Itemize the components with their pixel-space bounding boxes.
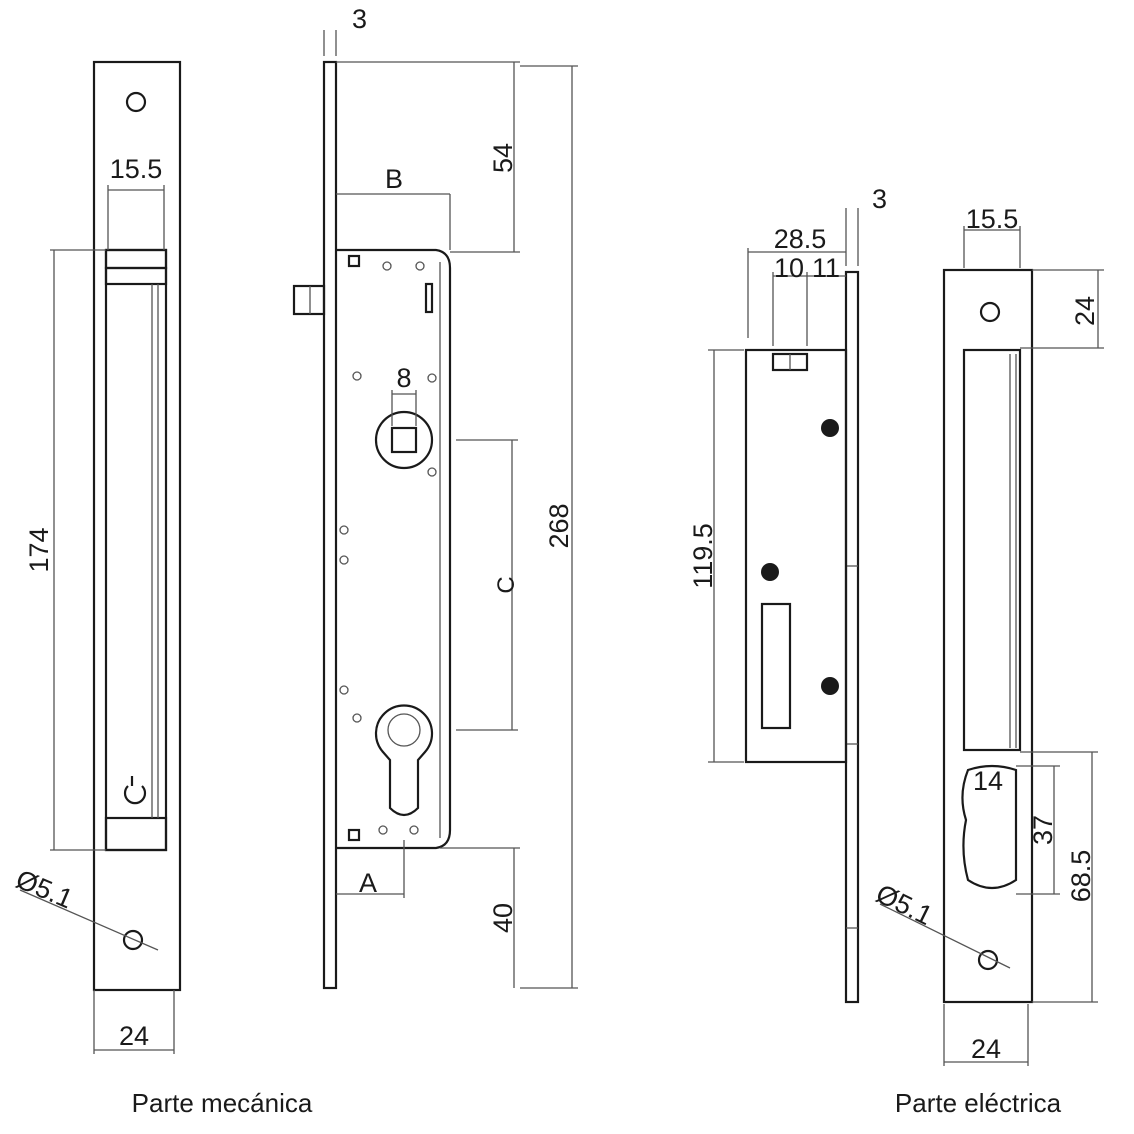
cylinder-cutout-icon (374, 704, 434, 817)
rivet (378, 825, 388, 835)
strike-bottom-hole (122, 929, 144, 951)
spindle-size-label: 8 (396, 363, 411, 393)
total-height-label: 268 (544, 503, 574, 548)
spindle-hub (374, 410, 434, 470)
electric-faceplate-thickness-label: 3 (872, 184, 887, 214)
strike-top-hole (125, 91, 147, 113)
electric-hole-diameter-label: Ø5.1 (871, 878, 937, 931)
lock-case (336, 248, 452, 850)
electric-strike-top-hole (979, 301, 1001, 323)
backset-label: B (385, 164, 403, 194)
case-screw (821, 677, 839, 695)
electric-strike-outline (942, 268, 1034, 1004)
dim-11-label: 11 (812, 253, 840, 283)
strike-hole-diameter-label: Ø5.1 (12, 864, 78, 914)
rivet (382, 261, 392, 271)
strike-slot (104, 248, 168, 852)
mechanical-strike-plate: 15.5 174 Ø5.1 24 (12, 60, 182, 1054)
mechanical-lock-body: 8 3 B 54 268 C A 40 (292, 4, 578, 990)
case-screw (821, 419, 839, 437)
hole-leader-line (19, 889, 159, 951)
case-screw-top (347, 254, 361, 268)
center-distance-label: C (493, 576, 520, 593)
cylinder-offset-label: A (359, 868, 377, 898)
strike-slot-top-tab (104, 248, 168, 270)
electrical-lock-body: 28.5 10 11 3 119.5 (688, 184, 887, 1004)
caption-mechanical: Parte mecánica (132, 1088, 313, 1118)
dim-10-label: 10 (774, 253, 804, 283)
case-screw (761, 563, 779, 581)
strike-plate-outline (92, 60, 182, 992)
rivet (339, 525, 349, 535)
cylinder-inner-ring (387, 713, 421, 747)
rivet (427, 373, 437, 383)
electric-strike-opening-icon (961, 764, 1018, 890)
rivet (339, 685, 349, 695)
hole-leader-line (879, 903, 1011, 969)
strike-slot-bottom-lip (104, 816, 168, 852)
electric-strike-bottom-hole (977, 949, 999, 971)
bottom-offset-label: 40 (488, 903, 518, 933)
electric-body-height-label: 119.5 (688, 523, 718, 589)
electric-strike-width-label: 24 (971, 1034, 1001, 1064)
spindle-square-icon (390, 426, 418, 454)
top-offset-label: 54 (488, 143, 518, 173)
rivet (352, 371, 362, 381)
electric-case (744, 348, 848, 764)
strike-hook-icon (123, 785, 147, 805)
strike-slot-length-label: 174 (24, 527, 54, 572)
rivet (352, 713, 362, 723)
rivet (409, 825, 419, 835)
electric-lower-height-label: 68.5 (1066, 850, 1096, 903)
electric-strike-slot (962, 348, 1022, 752)
faceplate-thickness-label: 3 (352, 4, 367, 34)
strike-slot-width-label: 15.5 (110, 154, 163, 184)
electric-opening-width-label: 14 (973, 766, 1003, 796)
electrical-strike-plate: 15.5 24 14 37 68.5 Ø5.1 24 (871, 204, 1104, 1066)
rivet (427, 467, 437, 477)
electric-opening-height-label: 37 (1028, 815, 1058, 845)
electric-depth-label: 28.5 (774, 224, 827, 254)
electric-strike-top-offset-label: 24 (1070, 296, 1100, 326)
electric-faceplate (844, 270, 860, 1004)
case-screw-bottom (347, 828, 361, 842)
rivet (339, 555, 349, 565)
caption-electrical: Parte eléctrica (895, 1088, 1062, 1118)
latch-bolt (292, 284, 326, 316)
lock-faceplate (322, 60, 338, 990)
electric-slot (760, 602, 792, 730)
strike-width-label: 24 (119, 1021, 149, 1051)
electric-strike-slot-width-label: 15.5 (966, 204, 1019, 234)
strike-slot-top-lip (104, 266, 168, 286)
rivet (415, 261, 425, 271)
case-slot (424, 282, 434, 314)
